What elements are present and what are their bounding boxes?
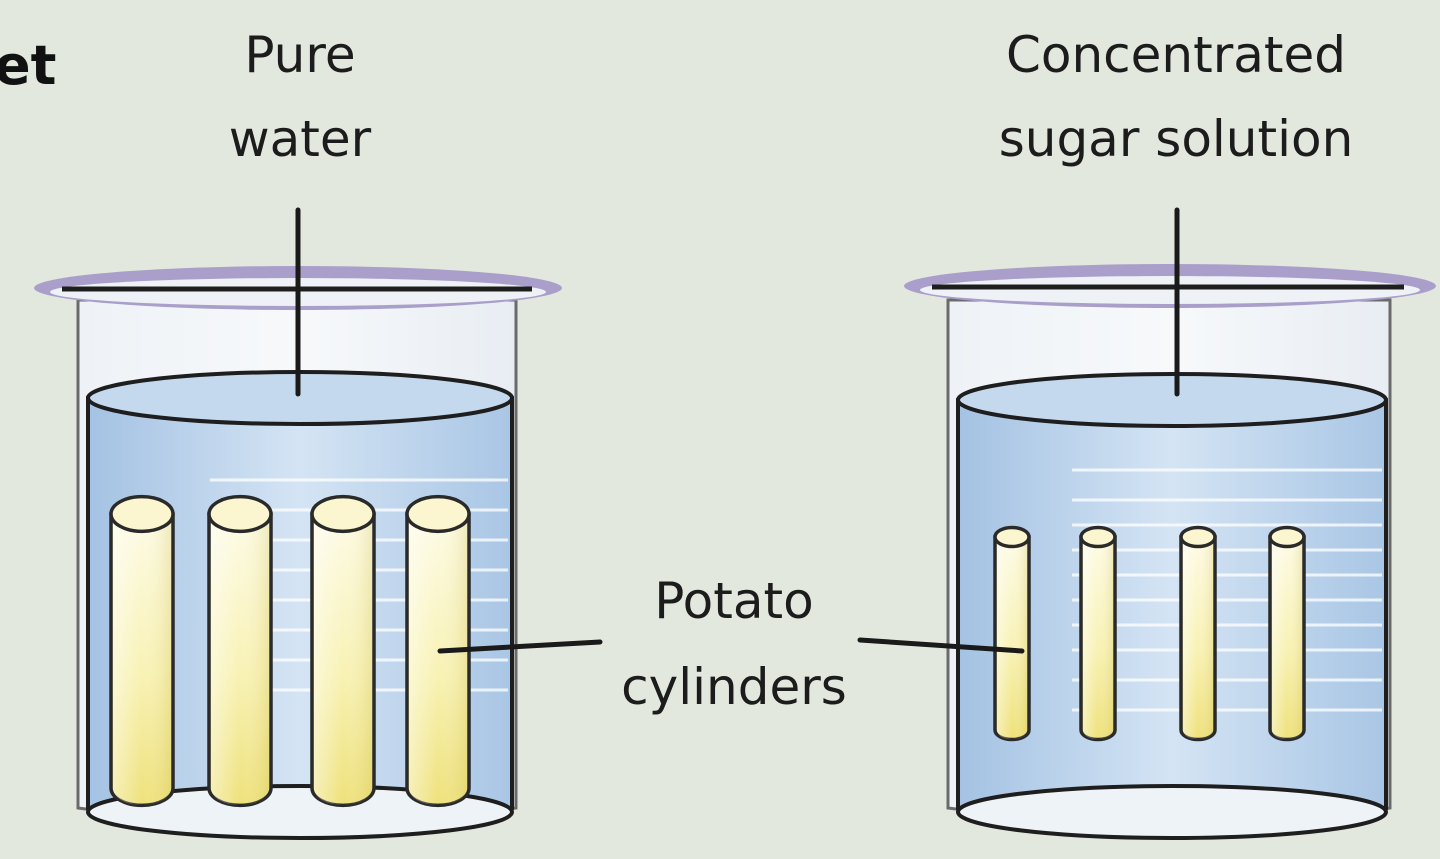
liquid-surface (956, 372, 1388, 428)
beaker-rim-inner (920, 276, 1420, 304)
potato-cylinder-shading (1183, 537, 1213, 740)
pure-water-label-line2: water (229, 110, 372, 168)
sugar-solution-label-line1: Concentrated (1006, 26, 1346, 84)
potato-cylinder-top (310, 494, 376, 534)
potato-cylinder (207, 494, 273, 808)
potato-cylinder (1268, 525, 1306, 742)
potato-leader-line-left (437, 639, 603, 654)
potato-cylinder (993, 525, 1031, 742)
potato-cylinder-shading (113, 514, 171, 806)
potato-cylinder-top (1079, 525, 1117, 549)
potato-cylinders-swollen (109, 494, 471, 808)
beaker-base (86, 784, 514, 840)
beaker-pure-water (34, 266, 562, 840)
potato-cylinder (1079, 525, 1117, 742)
potato-cylinder-top (1268, 525, 1306, 549)
sugar-solution-label-line2: sugar solution (999, 110, 1354, 168)
potato-cylinder-shading (409, 514, 467, 806)
potato-cylinder (1179, 525, 1217, 742)
potato-cylinder (405, 494, 471, 808)
potato-leader-line-right (857, 637, 1025, 654)
potato-cylinder-top (1179, 525, 1217, 549)
potato-cylinder-shading (314, 514, 372, 806)
potato-cylinders-shrunken (993, 525, 1306, 742)
measure-marks (1072, 468, 1382, 712)
potato-cylinder-top (405, 494, 471, 534)
potato-cylinders-label-line1: Potato (654, 572, 813, 630)
beaker-base (956, 784, 1388, 840)
corner-text: et (0, 34, 56, 97)
potato-cylinder-shading (211, 514, 269, 806)
potato-cylinder-top (207, 494, 273, 534)
potato-cylinder (310, 494, 376, 808)
potato-cylinders-label-line2: cylinders (621, 658, 847, 716)
potato-cylinder-top (993, 525, 1031, 549)
beaker-sugar-solution (904, 264, 1436, 840)
potato-cylinder-shading (1083, 537, 1113, 740)
potato-cylinder-shading (997, 537, 1027, 740)
potato-cylinder (109, 494, 175, 808)
potato-cylinder-shading (1272, 537, 1302, 740)
potato-cylinder-top (109, 494, 175, 534)
pure-water-label-line1: Pure (244, 26, 355, 84)
